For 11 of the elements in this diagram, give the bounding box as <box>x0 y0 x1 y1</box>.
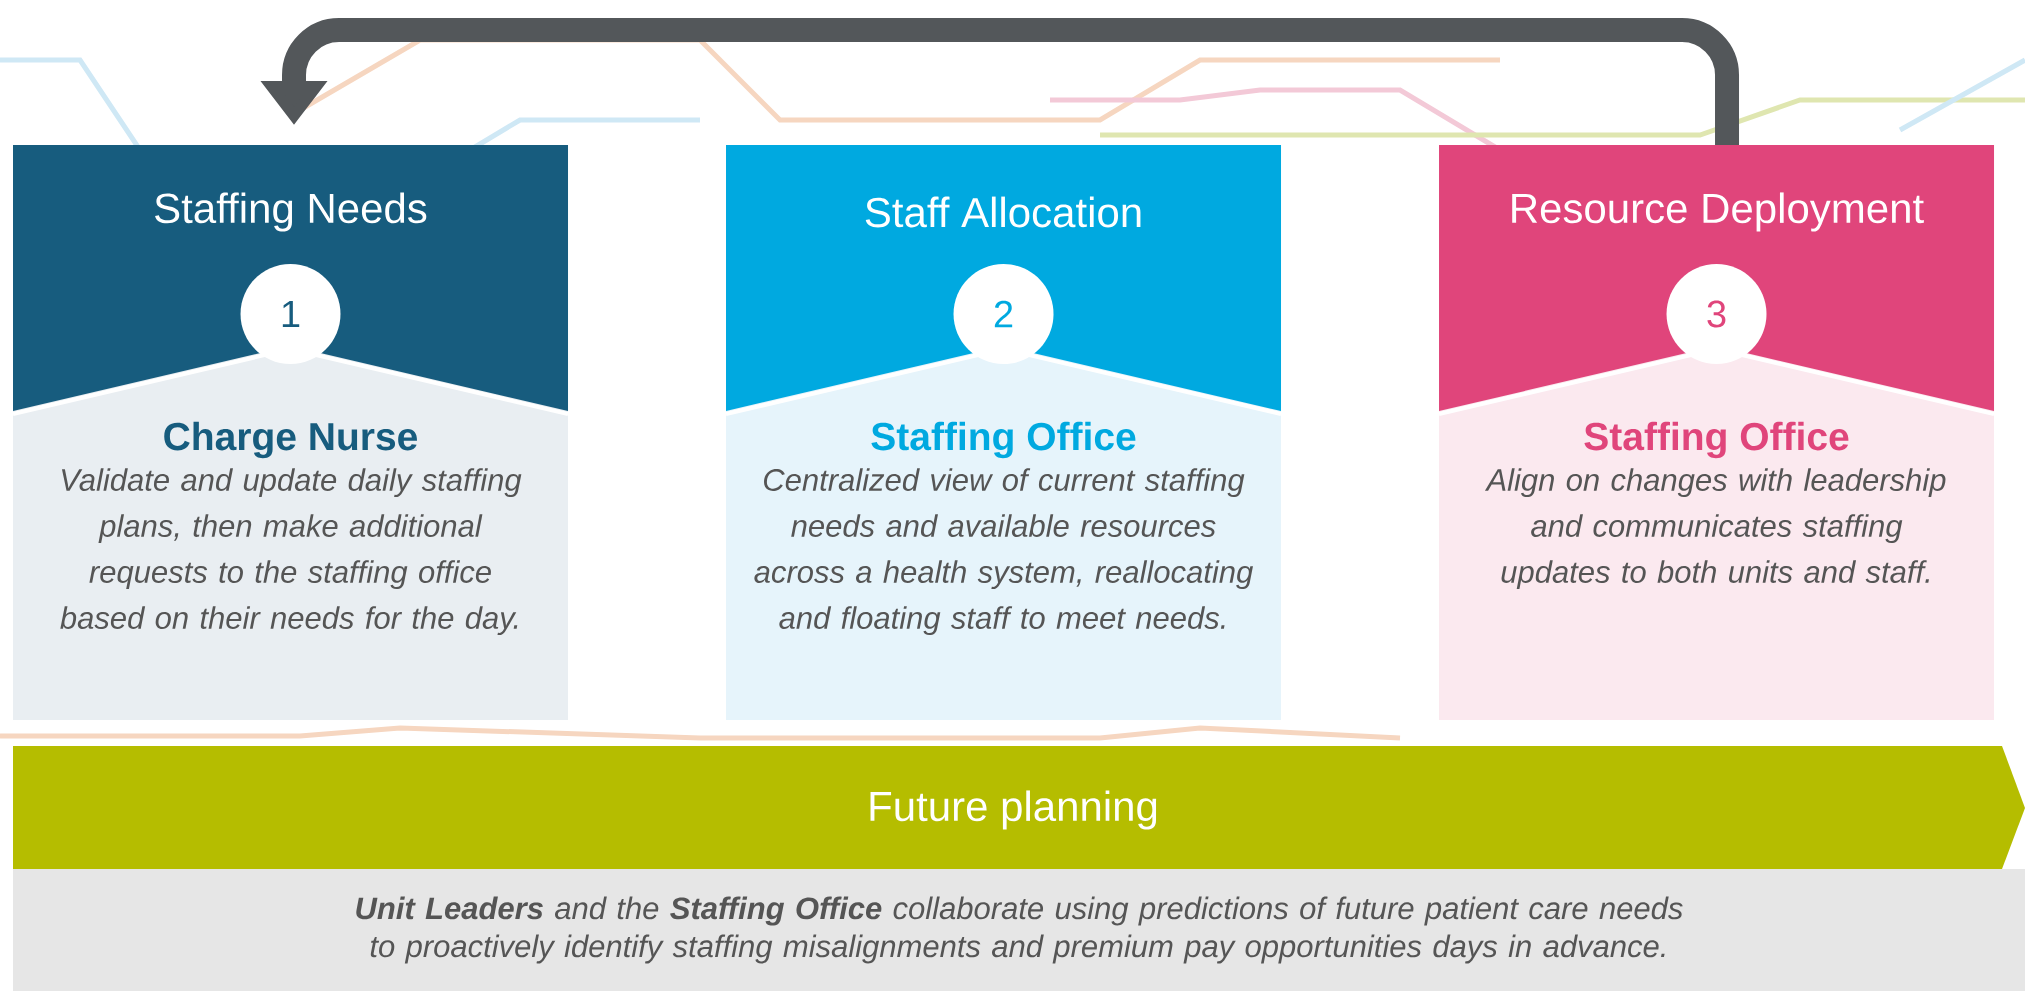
card-title: Staff Allocation <box>865 196 1141 228</box>
card-description: Validate and update daily staffing plans, then make additional requests to the staffing office based on their needs for the day. <box>60 468 522 636</box>
card-subtitle: Charge Nurse <box>164 421 417 459</box>
card-subtitle: Staffing Office <box>1584 421 1849 459</box>
banner-title: Future planning <box>870 790 1157 830</box>
card-title: Resource Deployment <box>1512 192 1924 232</box>
card-subtitle: Staffing Office <box>871 421 1136 459</box>
card-description: Align on changes with leadership and communicates staffing updates to both units and staff. <box>1484 468 1946 590</box>
card-title: Staffing Needs <box>155 192 427 232</box>
note-text: Unit Leaders and the Staffing Office collaborate using predictions of future patient care needs to proactively identify staffing misalignments and premium pay opportunities days in advance. <box>356 896 1683 964</box>
card-description: Centralized view of current staffing needs and available resources across a health system, reallocating and floating staff to meet needs. <box>754 468 1253 636</box>
